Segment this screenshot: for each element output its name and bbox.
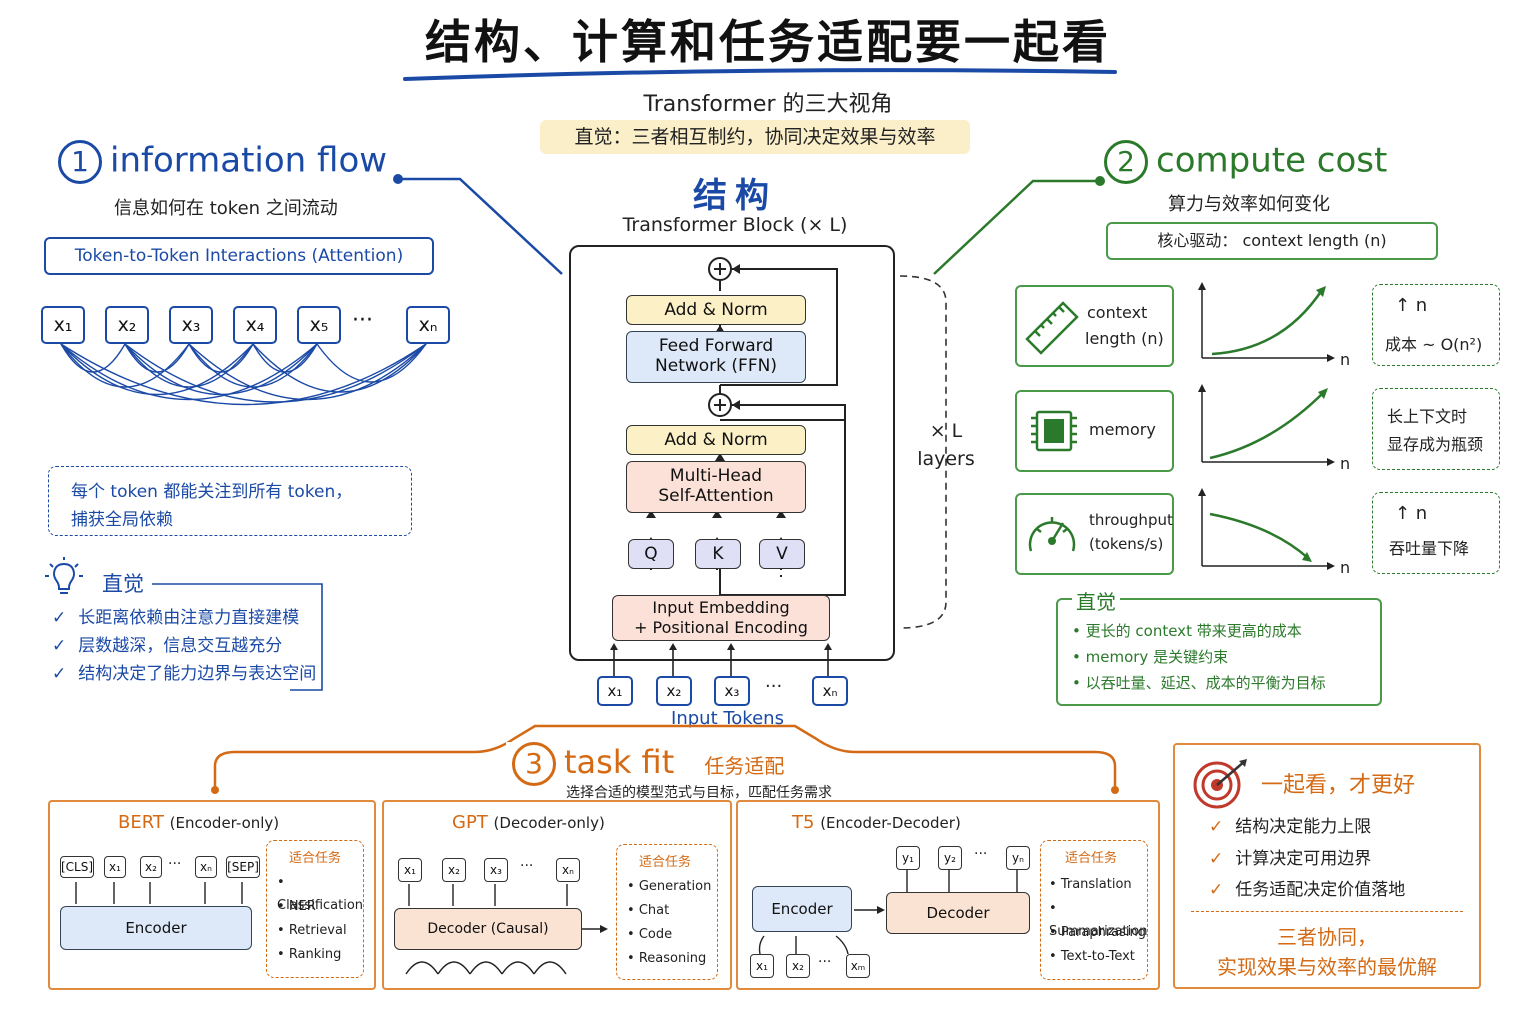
token-x3: x₃: [169, 306, 213, 344]
together-conclusion-1: 三者协同，: [1277, 925, 1377, 949]
input-token-ellipsis: ···: [765, 676, 783, 697]
bert-encoder: Encoder: [60, 906, 252, 950]
input-token-x2: x₂: [656, 676, 692, 706]
embedding-block: Input Embedding + Positional Encoding: [612, 595, 830, 641]
bert-panel: BERT (Encoder-only) [CLS] x₁ x₂ ··· xₙ […: [48, 800, 376, 990]
together-title: 一起看，才更好: [1261, 773, 1416, 798]
check-icon: ✓: [52, 608, 67, 628]
title-underline: [403, 68, 1117, 81]
gpt-tasks: 适合任务 • Generation • Chat • Code • Reason…: [616, 844, 718, 980]
token-x2: x₂: [105, 306, 149, 344]
context-note: ↑ n 成本 ~ O(n²): [1372, 284, 1500, 366]
check-icon: ✓: [52, 664, 67, 684]
info-intuition-item-2: ✓层数越深，信息交互越充分: [52, 636, 283, 656]
compute-subtitle: 算力与效率如何变化: [1168, 194, 1330, 215]
chip-icon: [1027, 404, 1081, 462]
structure-subtitle: Transformer Block (× L): [622, 214, 848, 236]
info-flow-note-line1: 每个 token 都能关注到所有 token，: [71, 482, 353, 502]
k-block: K: [695, 539, 741, 569]
together-divider: [1191, 911, 1463, 912]
info-intuition-item-1: ✓长距离依赖由注意力直接建模: [52, 608, 300, 628]
q-block: Q: [628, 539, 674, 569]
ruler-icon: [1023, 299, 1081, 359]
input-token-x1: x₁: [597, 676, 633, 706]
v-block: V: [759, 539, 805, 569]
bert-tasks: 适合任务 • Classification • NER • Retrieval …: [266, 840, 364, 978]
gpt-decoder: Decoder (Causal): [394, 908, 582, 950]
target-icon: [1191, 755, 1251, 815]
attention-banner: Token-to-Token Interactions (Attention): [44, 237, 434, 275]
compute-connector: [933, 176, 1105, 275]
layers-label: layers: [917, 448, 975, 470]
t5-encoder: Encoder: [752, 886, 852, 932]
t5-panel: T5 (Encoder-Decoder) y₁ y₂ ··· yₙ Encode…: [736, 800, 1160, 990]
t5-tasks: 适合任务 • Translation • Summarization • Par…: [1040, 840, 1148, 980]
add-norm-top: Add & Norm: [626, 295, 806, 325]
token-x4: x₄: [233, 306, 277, 344]
chart-memory-linear: [1198, 384, 1335, 466]
info-intuition-bracket: [152, 583, 323, 691]
chart-context-superlinear: [1198, 282, 1335, 362]
lightbulb-icon: [44, 556, 83, 596]
info-flow-title: information flow: [110, 140, 388, 181]
memory-card: memory: [1015, 390, 1174, 472]
token-x5: x₅: [297, 306, 341, 344]
page-title: 结构、计算和任务适配要一起看: [425, 15, 1111, 69]
gpt-panel: GPT (Decoder-only) x₁ x₂ x₃ ··· xₙ Decod…: [382, 800, 732, 990]
number-one-badge: 1: [58, 140, 102, 184]
token-ellipsis: ···: [352, 308, 373, 333]
info-flow-note-line2: 捕获全局依赖: [71, 510, 173, 530]
info-flow-subtitle: 信息如何在 token 之间流动: [114, 198, 338, 219]
chart-axis-n: n: [1340, 350, 1351, 369]
token-x1: x₁: [41, 306, 85, 344]
throughput-note: ↑ n 吞吐量下降: [1372, 492, 1500, 574]
info-intuition-title: 直觉: [102, 572, 144, 596]
info-flow-connector: [393, 174, 563, 275]
input-token-xn: xₙ: [812, 676, 848, 706]
gauge-icon: [1023, 507, 1081, 565]
chart-axis-n: n: [1340, 454, 1351, 473]
mha-block: Multi-Head Self-Attention: [626, 461, 806, 513]
compute-title: compute cost: [1156, 140, 1388, 181]
layers-bracket: [899, 275, 947, 629]
compute-intuition: 直觉 • 更长的 context 带来更高的成本 • memory 是关键约束 …: [1056, 586, 1382, 706]
info-intuition-item-3: ✓结构决定了能力边界与表达空间: [52, 664, 317, 684]
add-norm-mid: Add & Norm: [626, 425, 806, 455]
check-icon: ✓: [52, 636, 67, 656]
throughput-card: throughput (tokens/s): [1015, 493, 1174, 575]
chart-axis-n: n: [1340, 558, 1351, 577]
together-panel: 一起看，才更好 ✓结构决定能力上限 ✓计算决定可用边界 ✓任务适配决定价值落地 …: [1173, 743, 1481, 989]
layers-label-x: × L: [929, 420, 963, 442]
page-subtitle: Transformer 的三大视角: [643, 92, 893, 117]
t5-decoder: Decoder: [886, 892, 1030, 934]
input-token-x3: x₃: [714, 676, 750, 706]
compute-driver: 核心驱动： context length (n): [1106, 222, 1438, 260]
input-tokens-label: Input Tokens: [671, 708, 784, 729]
context-length-card: context length (n): [1015, 285, 1174, 367]
number-three-badge: 3: [512, 742, 556, 786]
task-fit-subtitle: 选择合适的模型范式与目标，匹配任务需求: [566, 785, 832, 801]
attention-arcs: [60, 343, 427, 406]
chart-throughput-down: [1198, 488, 1335, 570]
together-conclusion-2: 实现效果与效率的最优解: [1217, 955, 1437, 979]
token-xn: xₙ: [406, 306, 450, 344]
ffn-block: Feed Forward Network (FFN): [626, 331, 806, 383]
input-arrows: [610, 643, 832, 678]
top-intuition-banner: 直觉：三者相互制约，协同决定效果与效率: [540, 120, 970, 154]
task-fit-brace: [211, 724, 1119, 794]
memory-note: 长上下文时 显存成为瓶颈: [1372, 388, 1500, 470]
structure-title: 结构: [693, 176, 777, 216]
number-two-badge: 2: [1104, 140, 1148, 184]
info-flow-note: 每个 token 都能关注到所有 token， 捕获全局依赖: [48, 466, 412, 536]
